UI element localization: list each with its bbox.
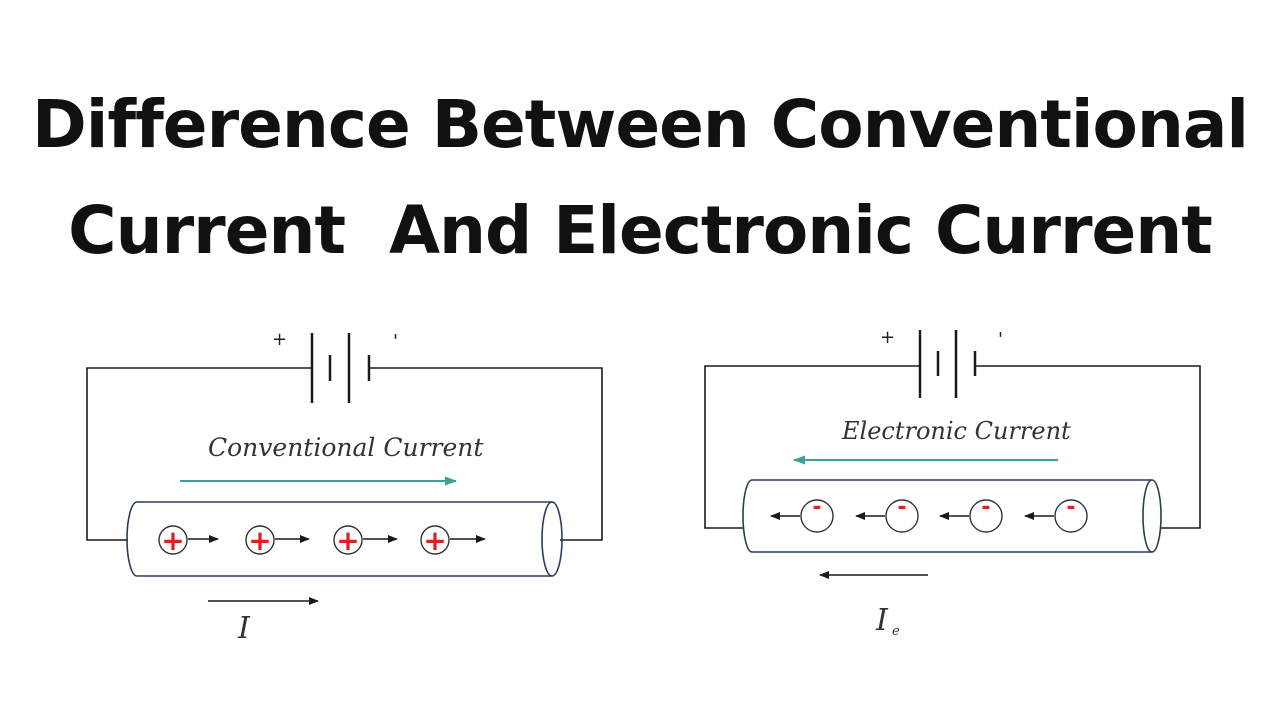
left-minus-terminal: ' bbox=[393, 331, 398, 352]
svg-text:+: + bbox=[423, 524, 446, 557]
svg-text:+: + bbox=[161, 524, 184, 557]
negative-charge: - bbox=[939, 495, 1003, 533]
left-charges: + + + + bbox=[158, 524, 486, 557]
right-plus-terminal: + bbox=[880, 327, 895, 348]
svg-text:-: - bbox=[812, 495, 821, 520]
current-symbol-Ie: I bbox=[875, 603, 889, 638]
negative-charge: - bbox=[770, 495, 834, 533]
positive-charge: + bbox=[245, 524, 310, 557]
left-conductor-tube bbox=[126, 501, 563, 577]
positive-charge: + bbox=[158, 524, 219, 557]
right-charges: - - - - bbox=[770, 495, 1088, 533]
svg-text:-: - bbox=[1066, 495, 1075, 520]
right-conductor-tube bbox=[742, 479, 1162, 553]
svg-text:-: - bbox=[981, 495, 990, 520]
svg-text:+: + bbox=[336, 524, 359, 557]
negative-charge: - bbox=[1024, 495, 1088, 533]
right-circuit-wire bbox=[704, 365, 1201, 529]
svg-text:-: - bbox=[897, 495, 906, 520]
conventional-current-label: Conventional Current bbox=[208, 433, 484, 462]
positive-charge: + bbox=[420, 524, 486, 557]
left-battery bbox=[263, 333, 422, 403]
electronic-current-label: Electronic Current bbox=[841, 417, 1071, 445]
page-title: Difference Between Conventional Current … bbox=[0, 72, 1280, 284]
title-line-2: Current And Electronic Current bbox=[68, 192, 1213, 269]
current-symbol-I: I bbox=[237, 611, 251, 646]
right-battery bbox=[876, 330, 1030, 398]
current-subscript-e: e bbox=[892, 624, 900, 639]
electronic-current-diagram: + ' Electronic Current - - - bbox=[704, 327, 1201, 639]
conventional-current-diagram: + ' Conventional Current + + + bbox=[86, 329, 603, 646]
positive-charge: + bbox=[333, 524, 398, 557]
svg-text:+: + bbox=[248, 524, 271, 557]
negative-charge: - bbox=[855, 495, 919, 533]
title-line-1: Difference Between Conventional bbox=[31, 86, 1249, 163]
left-plus-terminal: + bbox=[272, 329, 287, 350]
left-circuit-wire bbox=[86, 367, 603, 541]
right-minus-terminal: ' bbox=[998, 329, 1003, 350]
